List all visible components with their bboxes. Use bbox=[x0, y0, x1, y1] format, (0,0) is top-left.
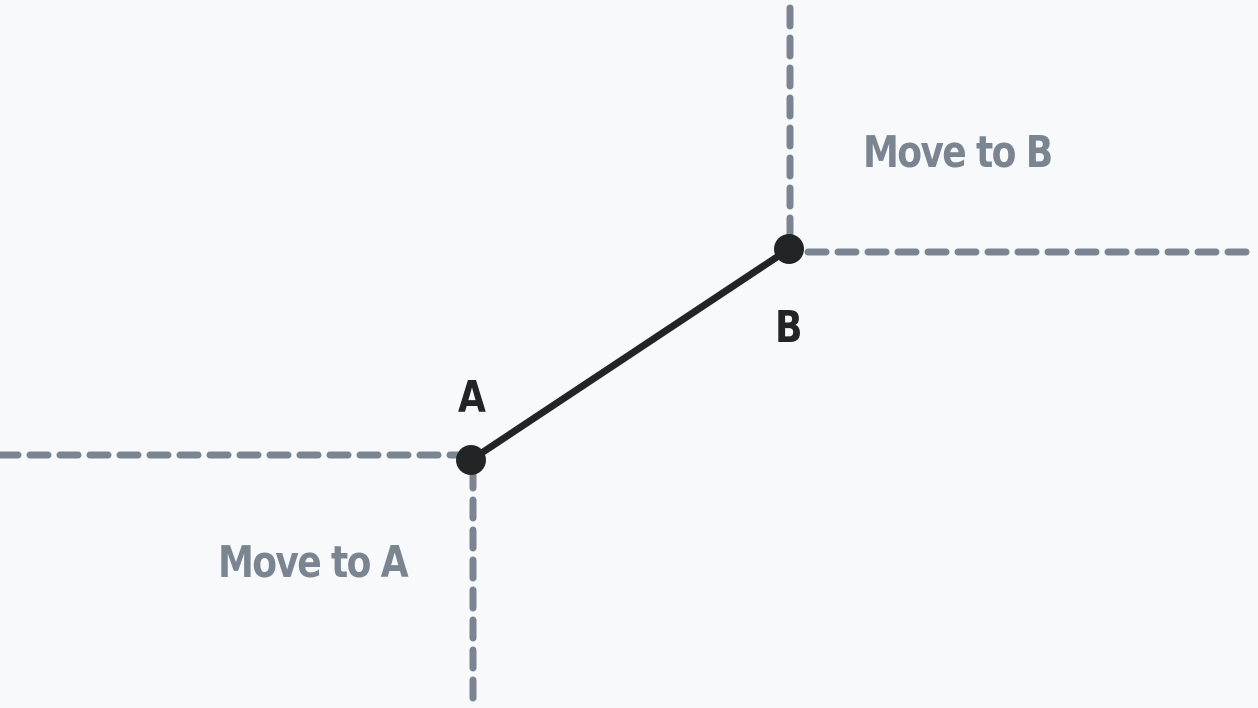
point-b-label: B bbox=[775, 302, 802, 353]
point-a-label: A bbox=[458, 372, 486, 423]
zone-a-label: Move to A bbox=[218, 537, 409, 588]
point-b[interactable] bbox=[774, 234, 804, 264]
segment-a-b bbox=[467, 245, 793, 464]
zone-b-label: Move to B bbox=[863, 127, 1053, 178]
point-a[interactable] bbox=[456, 445, 486, 475]
